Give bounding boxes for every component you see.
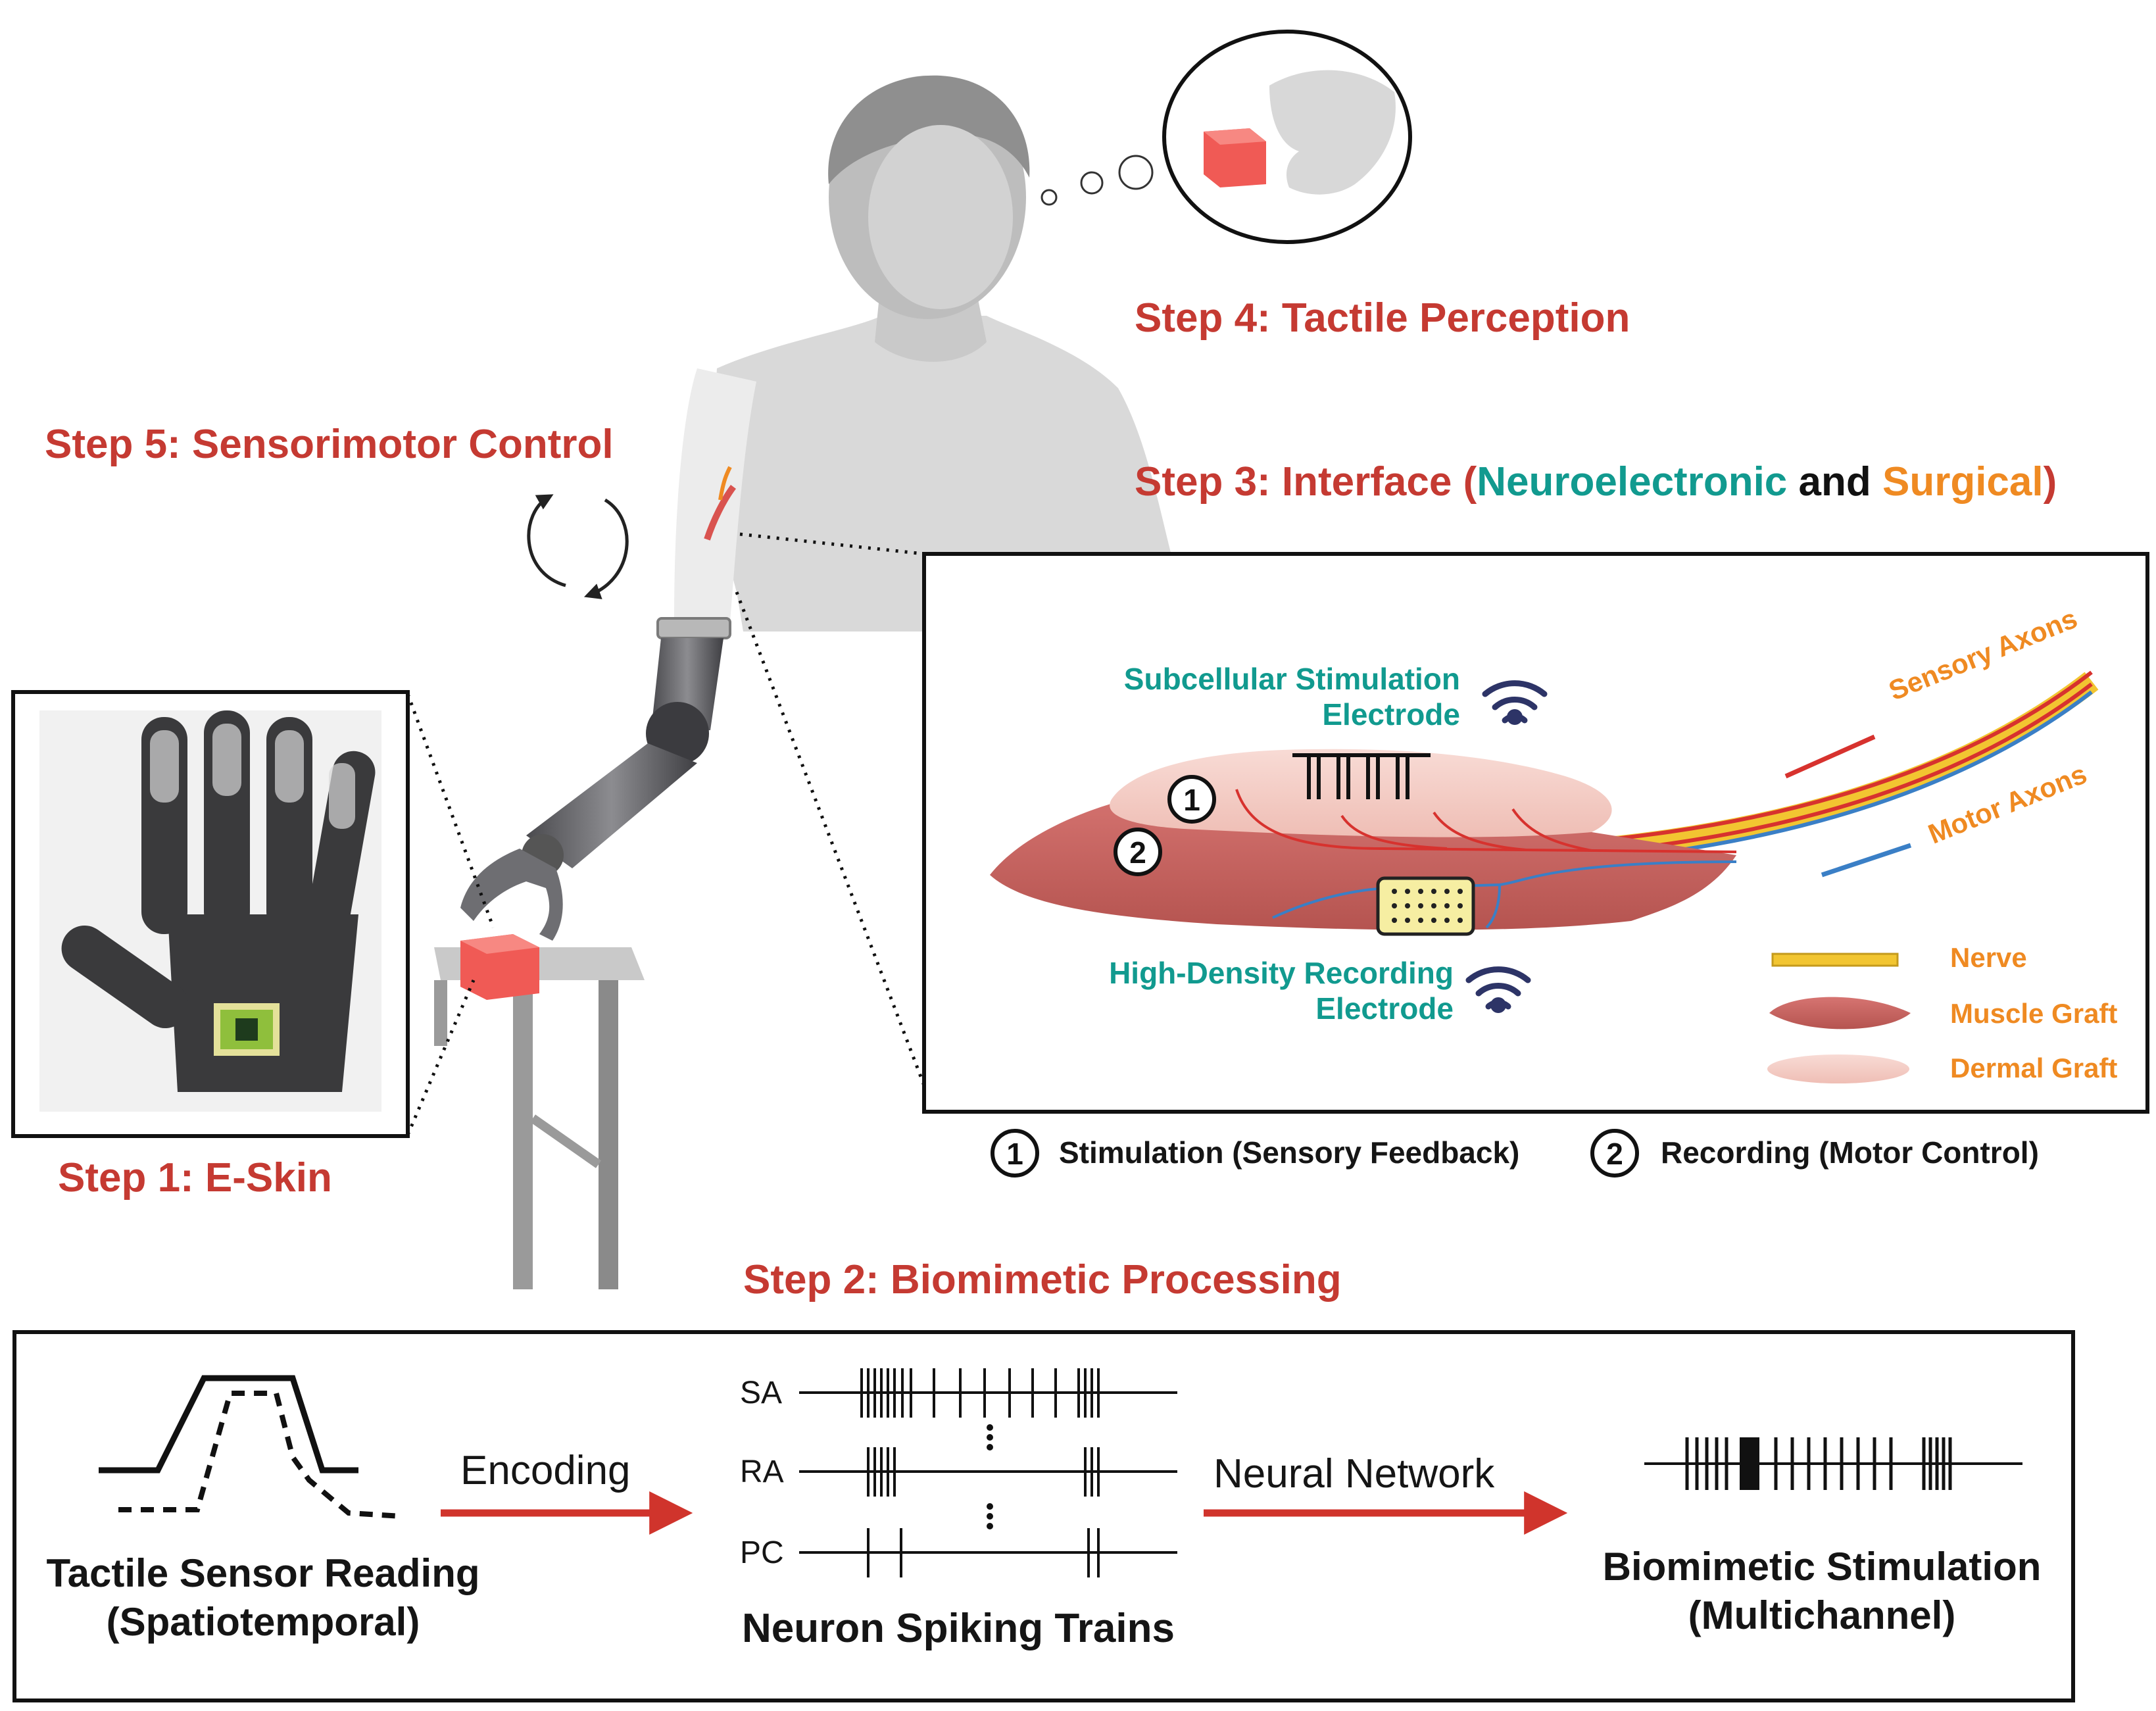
motor-fibers: [1272, 860, 1737, 929]
step1-label: Step 1: E-Skin: [58, 1155, 332, 1201]
stim-electrode-line2: Electrode: [1322, 697, 1460, 732]
thought-hand: [1269, 70, 1396, 195]
prosthesis-socket: [656, 617, 731, 639]
legend-nerve-label: Nerve: [1950, 942, 2027, 973]
key-marker-2: [1590, 1129, 1639, 1178]
sensor-reading-label: Tactile Sensor Reading (Spatiotemporal): [20, 1549, 506, 1647]
step3-surgical: Surgical: [1882, 459, 2044, 505]
robot-forearm: [526, 743, 697, 868]
sensor-trace-solid: [99, 1375, 358, 1474]
legend-muscle-label: Muscle Graft: [1950, 998, 2118, 1029]
stim-electrode-label: Subcellular Stimulation Electrode: [1105, 661, 1460, 732]
robotic-arm: [460, 638, 723, 941]
leader-lines: [406, 532, 926, 1135]
marker-2-label: 2: [1129, 835, 1146, 870]
pc-spikes: [867, 1528, 1100, 1577]
step3-suffix: ): [2043, 459, 2057, 505]
sensory-axon-line: [1784, 734, 1876, 779]
step3-neuro: Neuroelectronic: [1477, 459, 1788, 505]
output-line1: Biomimetic Stimulation: [1602, 1545, 2042, 1589]
ra-spikes: [867, 1447, 1100, 1497]
sa-spikes: [860, 1368, 1100, 1418]
sensor-reading-line1: Tactile Sensor Reading: [46, 1551, 480, 1595]
step3-prefix: Step 3: Interface (: [1135, 459, 1477, 505]
output-line2: (Multichannel): [1688, 1593, 1956, 1637]
eskin-chip: [214, 1003, 280, 1056]
legend-nerve-swatch: [1771, 953, 1899, 967]
neural-network-label: Neural Network: [1213, 1451, 1495, 1497]
marker-1: 1: [1167, 775, 1216, 824]
sa-label: SA: [740, 1376, 783, 1410]
thought-bubble: [1041, 30, 1412, 244]
person-silhouette: [656, 75, 1171, 639]
step3-label: Step 3: Interface (Neuroelectronic and S…: [1135, 459, 2057, 505]
recording-electrode: [1376, 876, 1475, 936]
red-cube: [460, 934, 539, 1000]
person-face: [868, 125, 1013, 309]
spiking-trains-label: Neuron Spiking Trains: [742, 1606, 1175, 1651]
motor-axon-line: [1821, 843, 1912, 878]
key-marker-2-label: 2: [1606, 1137, 1623, 1171]
step3-and: and: [1787, 459, 1882, 505]
marker-1-label: 1: [1183, 783, 1200, 817]
step5-label: Step 5: Sensorimotor Control: [45, 422, 614, 467]
rec-electrode-line1: High-Density Recording: [1109, 956, 1454, 990]
rec-electrode-label: High-Density Recording Electrode: [1079, 955, 1454, 1026]
key-stimulation-label: Stimulation (Sensory Feedback): [1059, 1135, 1520, 1170]
eskin-sensor-patterns: [150, 724, 355, 829]
ellipsis-dots: [987, 1424, 993, 1529]
robot-hand: [460, 849, 563, 941]
key-marker-1: [991, 1129, 1039, 1178]
sensory-fibers: [1235, 789, 1737, 853]
legend-dermal-swatch: [1767, 1054, 1909, 1083]
stimulation-electrode: [1292, 753, 1431, 799]
sensor-trace-dashed: [118, 1391, 402, 1519]
cycle-arrows-icon: [527, 494, 629, 599]
key-marker-1-label: 1: [1006, 1137, 1023, 1171]
person-upper-arm: [674, 368, 756, 622]
dermal-graft: [1110, 749, 1612, 837]
ra-label: RA: [740, 1454, 784, 1489]
pc-label: PC: [740, 1535, 784, 1570]
step2-label: Step 2: Biomimetic Processing: [743, 1257, 1342, 1302]
legend-dermal-label: Dermal Graft: [1950, 1053, 2118, 1083]
output-spikes: [1685, 1437, 1952, 1490]
step4-label: Step 4: Tactile Perception: [1135, 295, 1630, 341]
key-recording-label: Recording (Motor Control): [1661, 1135, 2039, 1170]
marker-2: 2: [1114, 828, 1162, 876]
arm-graft-mark: [704, 485, 737, 541]
sensor-reading-line2: (Spatiotemporal): [106, 1600, 420, 1644]
encoding-label: Encoding: [460, 1448, 631, 1493]
output-label: Biomimetic Stimulation (Multichannel): [1552, 1543, 2092, 1640]
legend-muscle-swatch: [1769, 997, 1911, 1029]
rec-electrode-line2: Electrode: [1315, 991, 1454, 1026]
stim-electrode-line1: Subcellular Stimulation: [1123, 662, 1460, 696]
